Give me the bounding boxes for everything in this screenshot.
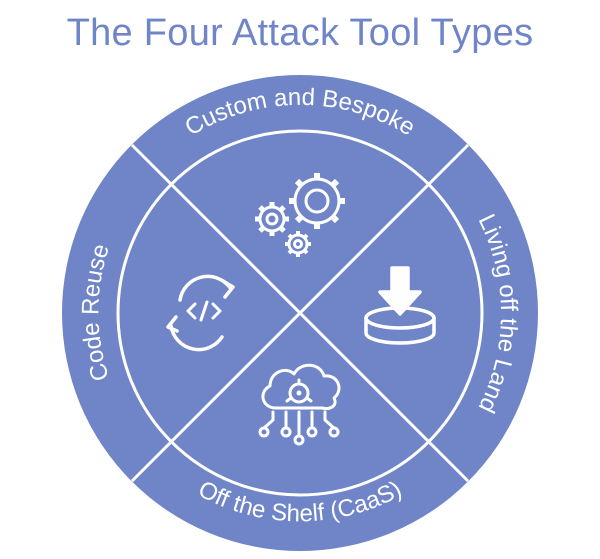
diagram-title: The Four Attack Tool Types [66, 12, 534, 54]
gears-icon [255, 173, 345, 257]
divider-line [130, 143, 470, 483]
download-disk-icon [364, 266, 436, 345]
code-refresh-icon [166, 274, 235, 352]
biohazard-cloud-icon [258, 363, 341, 446]
inner-circle [116, 129, 484, 497]
